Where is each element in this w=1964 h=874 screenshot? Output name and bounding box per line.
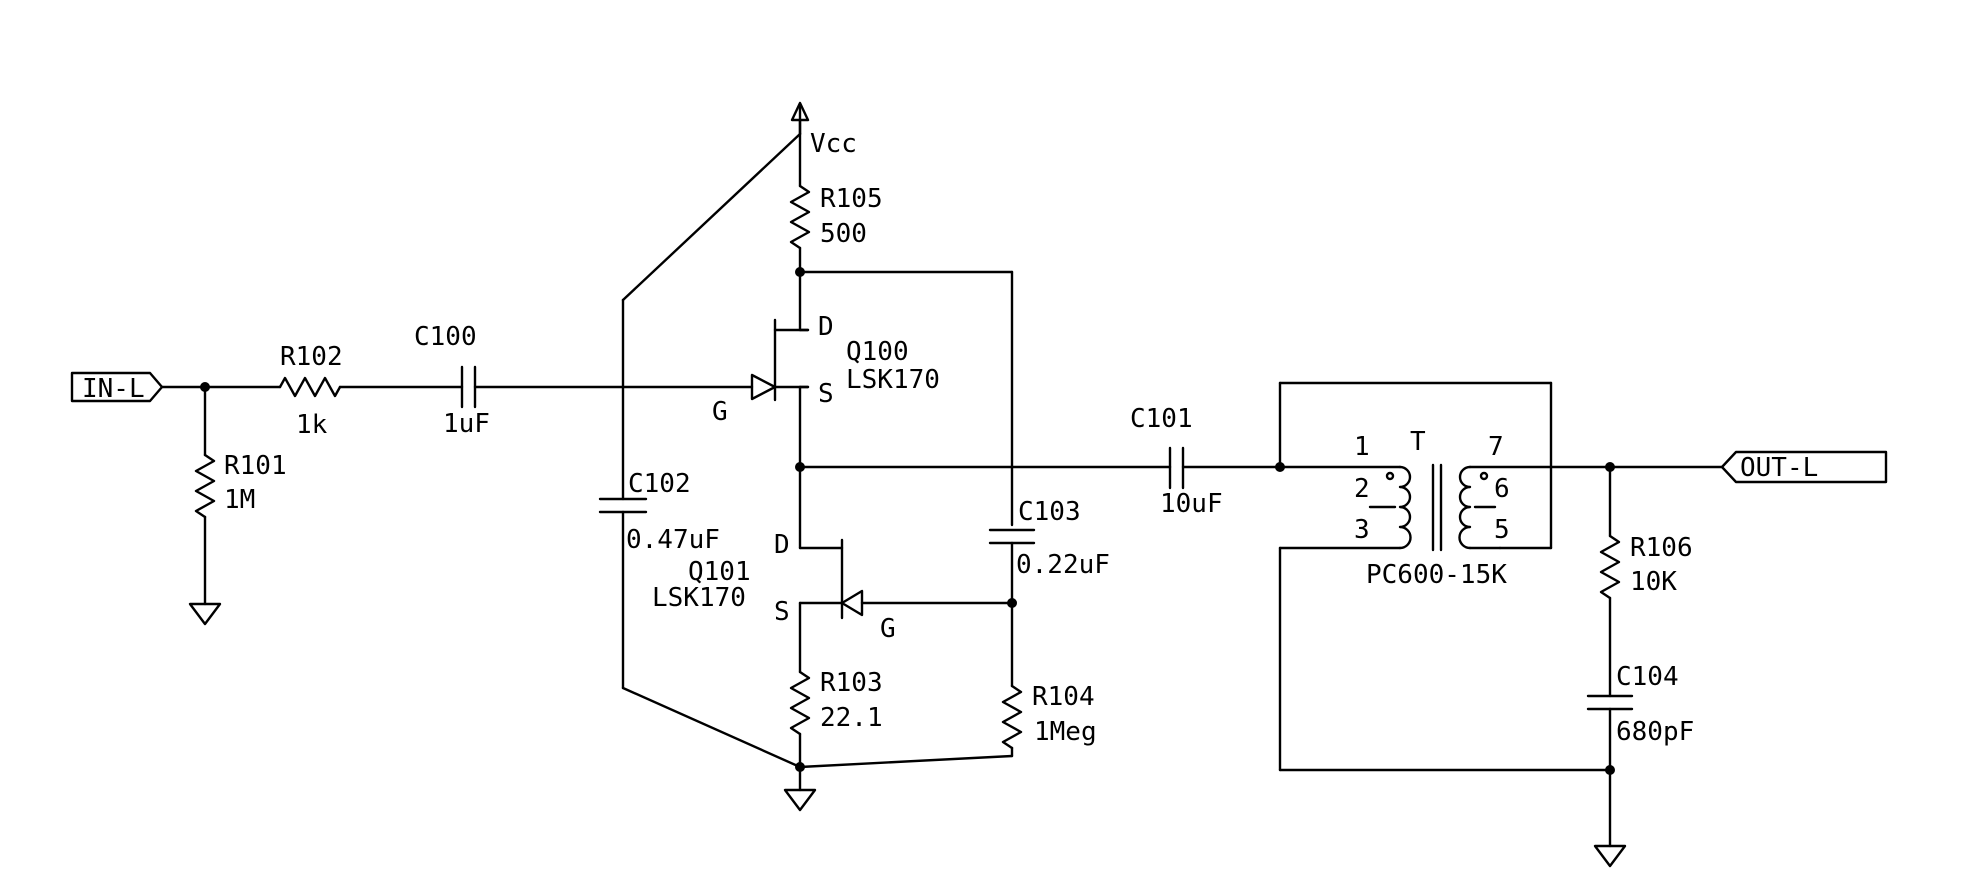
c104-value: 680pF: [1616, 717, 1694, 747]
c101-value: 10uF: [1160, 489, 1223, 519]
capacitor-c104: C104 680pF: [1586, 662, 1694, 772]
ground-symbol: [783, 788, 817, 812]
r102-value: 1k: [296, 410, 328, 440]
r104-ref: R104: [1032, 682, 1095, 712]
r105-ref: R105: [820, 184, 883, 214]
resistor-r102: R102 1k: [203, 342, 343, 440]
q101-drain-label: D: [774, 530, 790, 560]
polarity-dot: [1385, 471, 1395, 481]
t-value: PC600-15K: [1366, 560, 1507, 590]
t-pin-5: 5: [1494, 515, 1510, 545]
ground-symbol: [188, 602, 222, 626]
c100-value: 1uF: [443, 409, 490, 439]
c100-ref: C100: [414, 322, 477, 352]
t-pin-3: 3: [1354, 515, 1370, 545]
q100-value: LSK170: [846, 365, 940, 395]
q101-source-label: S: [774, 597, 790, 627]
vcc-supply: Vcc: [790, 101, 857, 159]
q100-gate-label: G: [712, 397, 728, 427]
r103-value: 22.1: [820, 703, 883, 733]
q101-value: LSK170: [652, 583, 746, 613]
q100-ref: Q100: [846, 337, 909, 367]
r101-ref: R101: [224, 451, 287, 481]
t-pin-2: 2: [1354, 474, 1370, 504]
resistor-r103: R103 22.1: [789, 601, 883, 769]
c101-ref: C101: [1130, 404, 1193, 434]
polarity-dot: [1479, 471, 1489, 481]
jfet-q100: D S G Q100 LSK170: [712, 312, 940, 427]
resistor-r101: R101 1M: [194, 385, 287, 606]
r103-ref: R103: [820, 668, 883, 698]
capacitor-c101: C101 10uF: [1130, 404, 1282, 519]
r102-ref: R102: [280, 342, 343, 372]
q100-drain-label: D: [818, 312, 834, 342]
output-port-label: OUT-L: [1740, 453, 1818, 483]
resistor-r105: R105 500: [789, 184, 883, 274]
t-ref: T: [1410, 427, 1426, 457]
r104-value: 1Meg: [1034, 717, 1097, 747]
t-pin-6: 6: [1494, 474, 1510, 504]
c104-ref: C104: [1616, 662, 1679, 692]
t-pin-1: 1: [1354, 432, 1370, 462]
vcc-label: Vcc: [810, 129, 857, 159]
r106-value: 10K: [1630, 567, 1677, 597]
r106-ref: R106: [1630, 533, 1693, 563]
jfet-q101: D S G Q101 LSK170: [652, 465, 1014, 644]
r105-value: 500: [820, 219, 867, 249]
input-port-in-l: IN-L: [70, 371, 164, 404]
capacitor-c103: C103 0.22uF: [988, 497, 1110, 605]
c102-ref: C102: [628, 469, 691, 499]
t-pin-7: 7: [1488, 432, 1504, 462]
output-port-out-l: OUT-L: [1608, 450, 1888, 484]
r101-value: 1M: [224, 485, 255, 515]
c103-ref: C103: [1018, 497, 1081, 527]
q101-gate-label: G: [880, 614, 896, 644]
c102-value: 0.47uF: [626, 525, 720, 555]
capacitor-c100: C100 1uF: [338, 322, 754, 439]
q100-source-label: S: [818, 379, 834, 409]
transformer-t: 1 2 3 7 6 5 T PC600-15K: [1278, 381, 1612, 772]
ground-symbol: [1593, 844, 1627, 868]
resistor-r104: R104 1Meg: [1001, 601, 1097, 758]
q101-ref: Q101: [688, 557, 751, 587]
c103-value: 0.22uF: [1016, 550, 1110, 580]
capacitor-c102: C102 0.47uF: [598, 469, 720, 690]
input-port-label: IN-L: [82, 374, 145, 404]
resistor-r106: R106 10K: [1599, 465, 1693, 698]
